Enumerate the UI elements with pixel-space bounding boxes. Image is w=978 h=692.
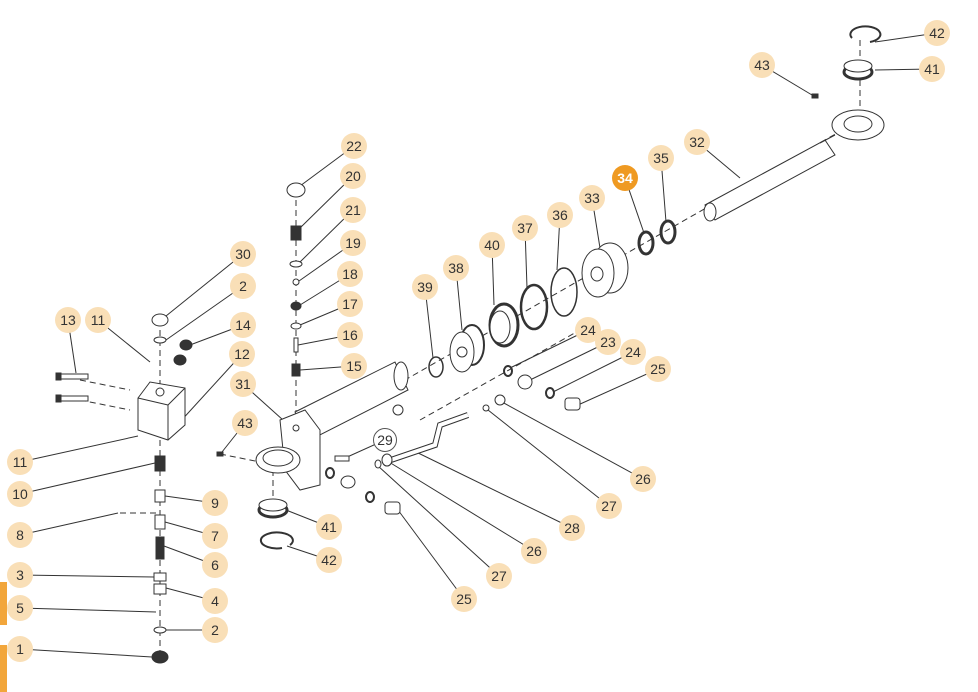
part-callout-27[interactable]: 27 — [486, 563, 512, 589]
part-callout-26[interactable]: 26 — [630, 466, 656, 492]
circlip-bottom — [259, 531, 294, 550]
part-callout-4[interactable]: 4 — [202, 588, 228, 614]
leader-line-24 — [509, 329, 589, 369]
part-callout-26[interactable]: 26 — [521, 538, 547, 564]
part-callout-41[interactable]: 41 — [919, 56, 945, 82]
leader-line-10 — [19, 462, 156, 495]
part-callout-16[interactable]: 16 — [337, 322, 363, 348]
part-callout-24[interactable]: 24 — [620, 339, 646, 365]
leader-line-1 — [19, 648, 153, 658]
leader-line-25 — [397, 509, 465, 600]
leader-line-2 — [165, 285, 244, 341]
part-callout-5[interactable]: 5 — [7, 595, 33, 621]
part-callout-15[interactable]: 15 — [341, 353, 367, 379]
cylinder-barrel — [294, 361, 409, 441]
part-callout-19[interactable]: 19 — [340, 230, 366, 256]
part-callout-21[interactable]: 21 — [340, 197, 366, 223]
part-callout-6[interactable]: 6 — [202, 552, 228, 578]
leader-line-24 — [552, 351, 634, 393]
part-callout-17[interactable]: 17 — [337, 291, 363, 317]
leader-line-25 — [577, 368, 659, 406]
part-callout-40[interactable]: 40 — [479, 232, 505, 258]
part-callout-31[interactable]: 31 — [230, 371, 256, 397]
valve-block — [137, 381, 186, 441]
part-callout-13[interactable]: 13 — [55, 307, 81, 333]
bushing-bottom — [257, 498, 289, 519]
leader-line-8 — [19, 512, 119, 536]
part-callout-42[interactable]: 42 — [924, 20, 950, 46]
part-callout-12[interactable]: 12 — [229, 341, 255, 367]
leader-line-27 — [377, 465, 500, 577]
part-callout-27[interactable]: 27 — [596, 493, 622, 519]
side-tab-1[interactable] — [0, 582, 7, 625]
part-callout-33[interactable]: 33 — [579, 185, 605, 211]
part-callout-11[interactable]: 11 — [7, 449, 33, 475]
leader-line-3 — [19, 574, 155, 578]
piston — [581, 242, 629, 298]
part-callout-43[interactable]: 43 — [232, 410, 258, 436]
part-callout-3[interactable]: 3 — [7, 562, 33, 588]
part-callout-22[interactable]: 22 — [341, 133, 367, 159]
part-callout-25[interactable]: 25 — [645, 356, 671, 382]
leader-line-26 — [388, 461, 535, 552]
part-callout-7[interactable]: 7 — [202, 523, 228, 549]
part-callout-23[interactable]: 23 — [595, 329, 621, 355]
part-callout-11[interactable]: 11 — [85, 307, 111, 333]
part-callout-36[interactable]: 36 — [547, 202, 573, 228]
leader-line-5 — [19, 607, 157, 613]
side-tab-2[interactable] — [0, 645, 7, 692]
part-callout-2[interactable]: 2 — [202, 617, 228, 643]
part-callout-42[interactable]: 42 — [316, 547, 342, 573]
part-callout-2[interactable]: 2 — [230, 273, 256, 299]
part-callout-32[interactable]: 32 — [684, 129, 710, 155]
circlip-top — [849, 25, 882, 43]
part-callout-1[interactable]: 1 — [7, 636, 33, 662]
leader-line-26 — [501, 401, 644, 480]
part-callout-20[interactable]: 20 — [340, 163, 366, 189]
part-callout-30[interactable]: 30 — [230, 241, 256, 267]
piston-rod — [703, 109, 885, 222]
part-callout-41[interactable]: 41 — [316, 514, 342, 540]
bushing-top — [842, 59, 874, 81]
part-callout-35[interactable]: 35 — [648, 145, 674, 171]
seal-rings — [428, 219, 677, 378]
leader-line-23 — [529, 341, 609, 381]
part-callout-9[interactable]: 9 — [202, 490, 228, 516]
leader-line-28 — [411, 449, 573, 529]
part-callout-10[interactable]: 10 — [7, 481, 33, 507]
leader-line-11 — [19, 435, 139, 463]
valve-parts — [55, 182, 306, 664]
part-callout-29[interactable]: 29 — [373, 428, 397, 452]
part-callout-28[interactable]: 28 — [559, 515, 585, 541]
part-callout-8[interactable]: 8 — [7, 522, 33, 548]
part-callout-34[interactable]: 34 — [612, 165, 638, 191]
gland — [449, 324, 485, 373]
part-callout-18[interactable]: 18 — [337, 261, 363, 287]
guide-nut — [488, 302, 520, 348]
part-callout-14[interactable]: 14 — [230, 312, 256, 338]
part-callout-37[interactable]: 37 — [512, 215, 538, 241]
part-callout-43[interactable]: 43 — [749, 52, 775, 78]
part-callout-39[interactable]: 39 — [412, 274, 438, 300]
part-callout-25[interactable]: 25 — [451, 586, 477, 612]
part-callout-38[interactable]: 38 — [443, 255, 469, 281]
hose-fittings — [216, 93, 819, 515]
leader-line-27 — [487, 409, 610, 507]
leader-line-30 — [165, 253, 244, 317]
base-clevis — [255, 409, 321, 491]
